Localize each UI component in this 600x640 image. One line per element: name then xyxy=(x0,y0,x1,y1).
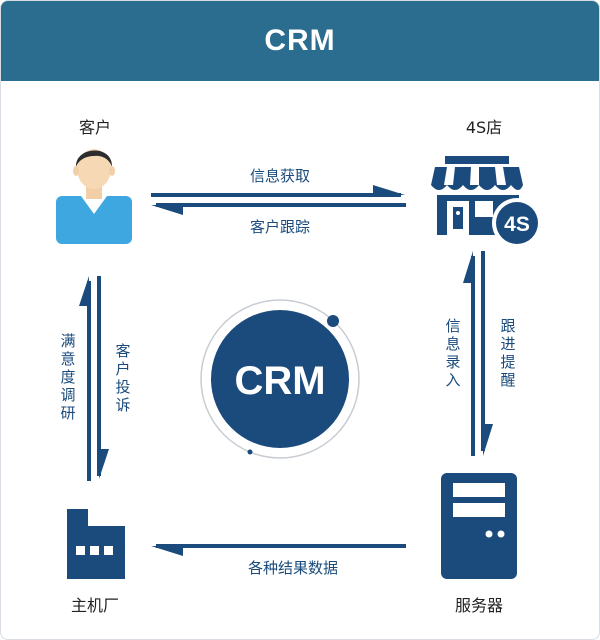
arrow-info-acquire xyxy=(151,185,405,197)
arrow-info-entry xyxy=(463,251,475,456)
factory-icon xyxy=(67,509,125,579)
customer-icon xyxy=(56,149,132,244)
node-label-store: 4S店 xyxy=(466,118,502,137)
server-icon xyxy=(441,473,517,579)
arrow-customer-complaint xyxy=(97,276,109,479)
node-label-customer: 客户 xyxy=(79,118,111,137)
arrow-customer-track xyxy=(151,203,406,215)
header-bar: CRM xyxy=(1,1,599,81)
label-info-entry: 信息录入 xyxy=(445,317,460,389)
store-icon: 4S xyxy=(431,156,542,248)
header-title: CRM xyxy=(264,24,336,57)
arrow-satisfaction-survey xyxy=(79,276,91,481)
arrow-follow-remind xyxy=(481,251,493,456)
label-info-acquire: 信息获取 xyxy=(250,167,310,185)
label-results-data: 各种结果数据 xyxy=(248,559,338,577)
arrow-results-data xyxy=(151,544,406,556)
crm-hub-label: CRM xyxy=(234,359,325,403)
label-follow-remind: 跟进提醒 xyxy=(500,317,515,389)
label-satisfaction-survey: 满意度调研 xyxy=(60,332,75,422)
label-customer-complaint: 客户投诉 xyxy=(115,342,130,414)
store-badge-text: 4S xyxy=(504,213,530,236)
node-label-oem: 主机厂 xyxy=(71,596,119,615)
crm-hub: CRM xyxy=(200,299,360,459)
label-customer-track: 客户跟踪 xyxy=(250,218,310,236)
node-label-server: 服务器 xyxy=(455,596,503,615)
